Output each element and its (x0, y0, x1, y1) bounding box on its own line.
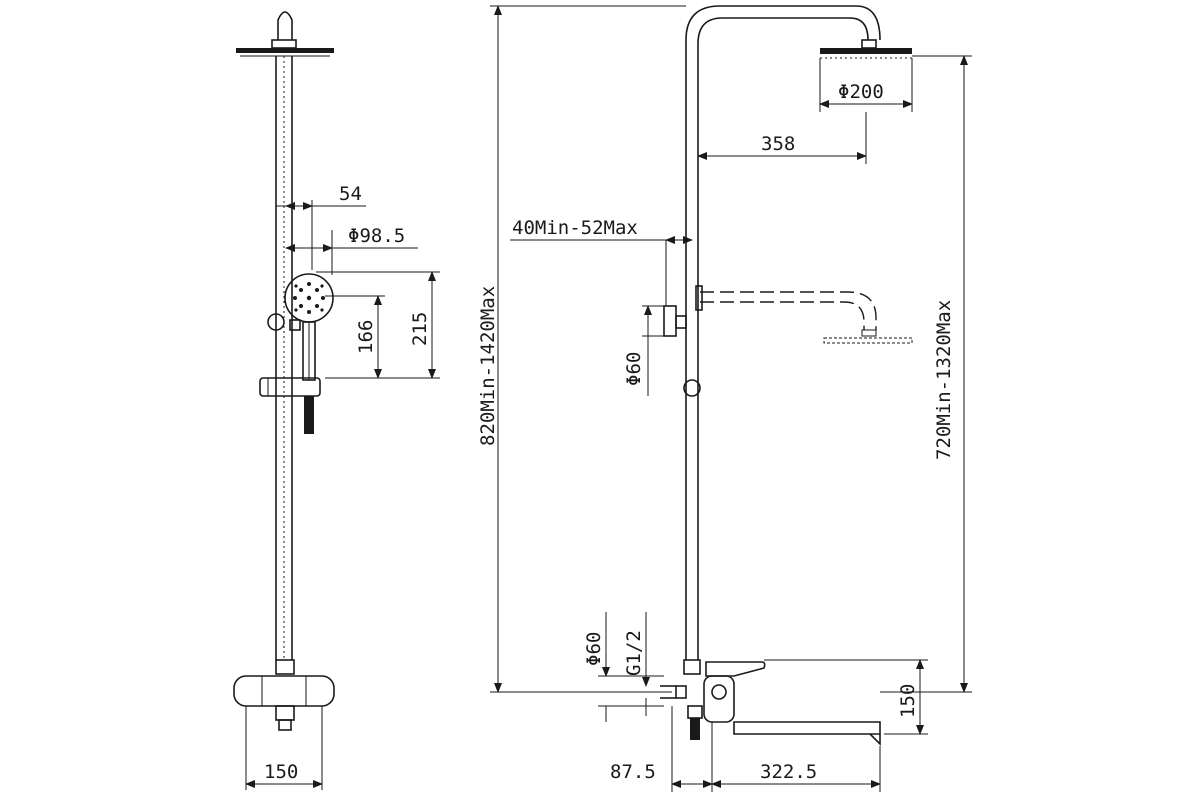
side-mixer (233, 659, 335, 731)
front-dim-358: 358 (697, 112, 867, 164)
front-view: Φ200 358 40Min-52Max Φ60 820Min-1420Max (477, 5, 972, 792)
dim-215-label: 215 (409, 312, 431, 346)
dim-322-5-label: 322.5 (760, 761, 817, 783)
front-dim-wall-offset: 40Min-52Max (510, 217, 693, 306)
front-dim-flange-lower: Φ60 (583, 612, 664, 722)
side-slide-holder (259, 377, 321, 434)
side-rain-head (236, 11, 334, 57)
dim-54-label: 54 (339, 183, 362, 205)
front-dim-bottom: 87.5 322.5 (610, 706, 881, 792)
side-riser-pipe (275, 56, 293, 660)
front-wall-bracket (663, 285, 703, 397)
dim-total-height-label: 820Min-1420Max (477, 286, 499, 446)
dim-87-5-label: 87.5 (610, 761, 656, 783)
dim-200-label: Φ200 (838, 81, 884, 103)
dim-wall-offset-label: 40Min-52Max (512, 217, 638, 239)
front-dim-head-height: 720Min-1320Max (880, 55, 972, 693)
side-wall-bracket (267, 313, 301, 331)
side-hand-shower (284, 273, 334, 381)
front-dim-total-height: 820Min-1420Max (477, 5, 686, 693)
side-dim-heights: 166 215 (316, 271, 440, 379)
front-dim-thread: G1/2 (623, 612, 650, 716)
dim-150-width-label: 150 (264, 761, 298, 783)
side-dim-54: 54 (276, 183, 366, 270)
front-dim-spout-height: 150 (764, 659, 928, 735)
side-dim-150: 150 (245, 706, 323, 790)
dim-166-label: 166 (355, 320, 377, 354)
front-riser-and-arm (685, 5, 881, 660)
dim-flange-upper-label: Φ60 (623, 352, 645, 386)
dim-thread-label: G1/2 (623, 630, 645, 676)
front-dim-200: Φ200 (819, 58, 913, 112)
dim-98-5-label: Φ98.5 (348, 225, 405, 247)
dim-flange-lower-label: Φ60 (583, 632, 605, 666)
dim-358-label: 358 (761, 133, 795, 155)
front-rain-head (820, 48, 912, 59)
front-mixer (660, 659, 881, 746)
dim-spout-height-label: 150 (897, 684, 919, 718)
side-view: 54 Φ98.5 166 215 150 (233, 11, 440, 790)
front-lowered-position (700, 291, 913, 344)
front-dim-flange-upper: Φ60 (623, 305, 664, 396)
dim-head-height-label: 720Min-1320Max (933, 300, 955, 460)
side-dim-98-5: Φ98.5 (285, 225, 418, 275)
